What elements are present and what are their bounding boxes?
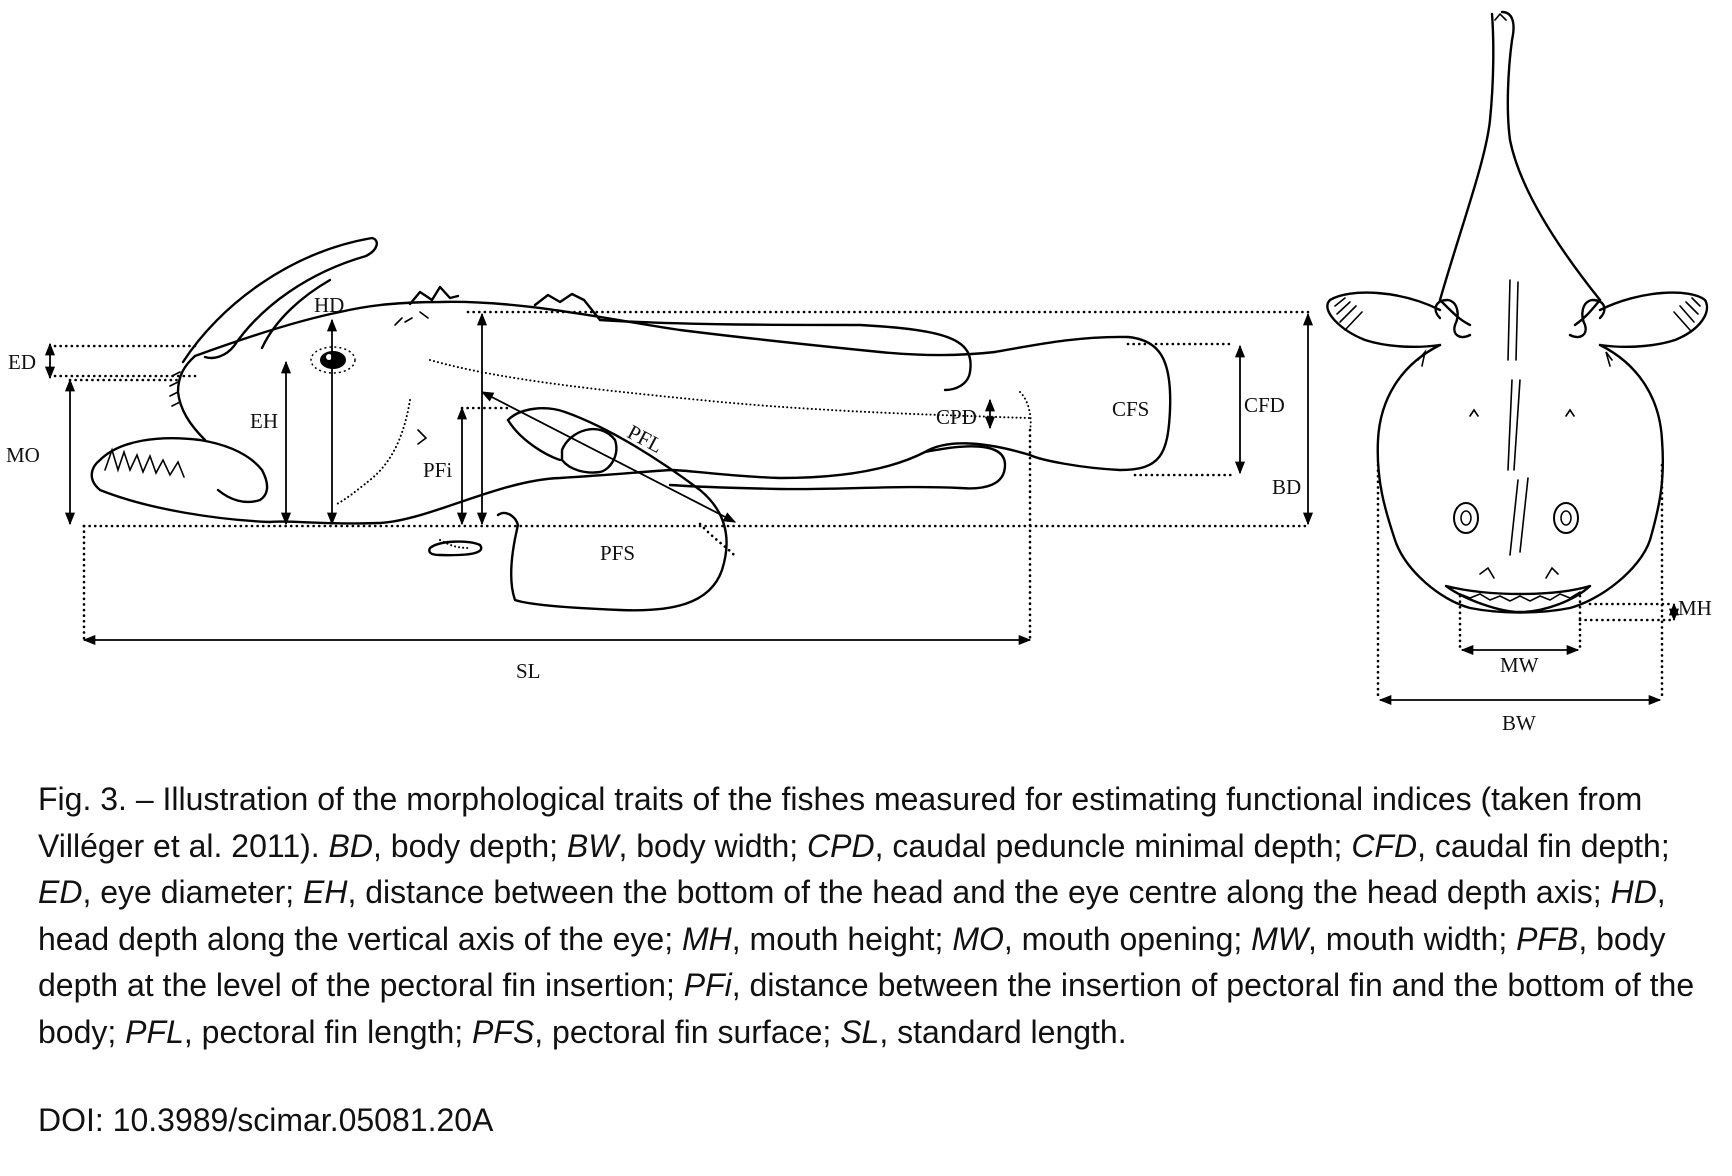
dorsal-view-fish: MH MW BW (1326, 10, 1712, 735)
label-bw: BW (1502, 711, 1536, 735)
trait-abbr-hd: HD (1610, 874, 1657, 910)
pectoral-lobe (560, 428, 618, 474)
trait-desc-cpd: , caudal peduncle minimal depth; (874, 827, 1352, 864)
jaw-teeth (104, 371, 185, 478)
trait-desc-eh: , distance between the bottom of the hea… (347, 874, 1611, 910)
trait-desc-pfl: , pectoral fin length; (183, 1013, 473, 1050)
dorsal-tail (1438, 10, 1602, 302)
left-pectoral-fin (1326, 291, 1442, 349)
label-cfs: CFS (1112, 397, 1149, 421)
caption-traits: BD, body depth; BW, body width; CPD, cau… (38, 828, 1694, 1050)
trait-desc-pfb: , body depth at the level of the pectora… (38, 920, 1666, 1004)
trait-desc-mh: , mouth height; (731, 920, 953, 957)
lower-jaw (90, 437, 272, 524)
trait-abbr-cpd: CPD (807, 827, 875, 864)
doi-text: DOI: 10.3989/scimar.05081.20A (38, 1102, 494, 1138)
caption-intro: Fig. 3. – Illustration of the morphologi… (38, 781, 1643, 864)
upper-jaw (176, 354, 207, 442)
label-cpd: CPD (936, 405, 977, 429)
trait-abbr-bd: BD (328, 827, 373, 864)
label-eh: EH (250, 409, 278, 433)
label-mw: MW (1500, 653, 1539, 677)
label-hd: HD (314, 293, 344, 317)
eye-ring (310, 346, 356, 374)
trait-desc-pfi: , distance between the insertion of pect… (38, 967, 1695, 1050)
dorsal-fin (598, 318, 972, 392)
trait-desc-mo: , mouth opening; (1003, 920, 1252, 957)
trait-abbr-mh: MH (681, 920, 732, 957)
trait-abbr-eh: EH (303, 874, 348, 910)
illicium-outline (181, 236, 378, 364)
label-sl: SL (516, 659, 541, 683)
trait-abbr-pfs: PFS (472, 1013, 535, 1050)
pectoral-fin (496, 407, 728, 612)
figure-caption: Fig. 3. – Illustration of the morphologi… (38, 776, 1718, 1055)
trait-abbr-mw: MW (1251, 920, 1309, 957)
figure-illustration: ED MO HD EH PFi PFL PFS CPD CFS CFD BD S… (6, 10, 1712, 735)
trait-abbr-cfd: CFD (1351, 827, 1418, 864)
label-pfs: PFS (600, 541, 635, 565)
label-pfl: PFL (624, 420, 667, 458)
anal-fin (668, 445, 1007, 491)
trait-abbr-pfb: PFB (1516, 920, 1579, 957)
trait-abbr-ed: ED (38, 874, 83, 910)
pfl-arrow (480, 391, 737, 523)
trait-desc-bw: , body width; (618, 827, 808, 864)
trait-desc-sl: , standard length. (879, 1013, 1127, 1050)
label-pfi: PFi (423, 458, 452, 482)
trait-desc-bd: , body depth; (373, 827, 567, 864)
label-mo: MO (6, 443, 40, 467)
trait-desc-cfd: , caudal fin depth; (1417, 827, 1670, 864)
side-view-fish: ED MO HD EH PFi PFL PFS CPD CFS CFD BD S… (6, 236, 1314, 683)
dorsal-mouth (1444, 584, 1592, 614)
fish-morphology-diagram: ED MO HD EH PFi PFL PFS CPD CFS CFD BD S… (6, 10, 1712, 735)
trait-abbr-sl: SL (840, 1013, 880, 1050)
eye (320, 351, 346, 369)
left-dorsal-eye (1453, 502, 1479, 534)
trait-desc-mw: , mouth width; (1308, 920, 1517, 957)
trait-desc-ed: , eye diameter; (82, 874, 303, 910)
right-dorsal-eye (1553, 502, 1579, 534)
trait-desc-pfs: , pectoral fin surface; (534, 1013, 841, 1050)
dorsal-spines (408, 285, 602, 322)
trait-abbr-pfl: PFL (125, 1013, 184, 1050)
label-bd: BD (1272, 475, 1301, 499)
label-ed: ED (8, 350, 36, 374)
trait-desc-hd: , head depth along the vertical axis of … (38, 874, 1666, 957)
caudal-fin (993, 335, 1172, 472)
label-cfd: CFD (1244, 393, 1285, 417)
gill-line (334, 399, 411, 506)
right-pectoral-fin (1598, 291, 1708, 349)
trait-abbr-mo: MO (952, 920, 1004, 957)
trait-abbr-pfi: PFi (683, 967, 732, 1003)
label-mh: MH (1678, 596, 1712, 620)
trait-abbr-bw: BW (566, 827, 619, 864)
